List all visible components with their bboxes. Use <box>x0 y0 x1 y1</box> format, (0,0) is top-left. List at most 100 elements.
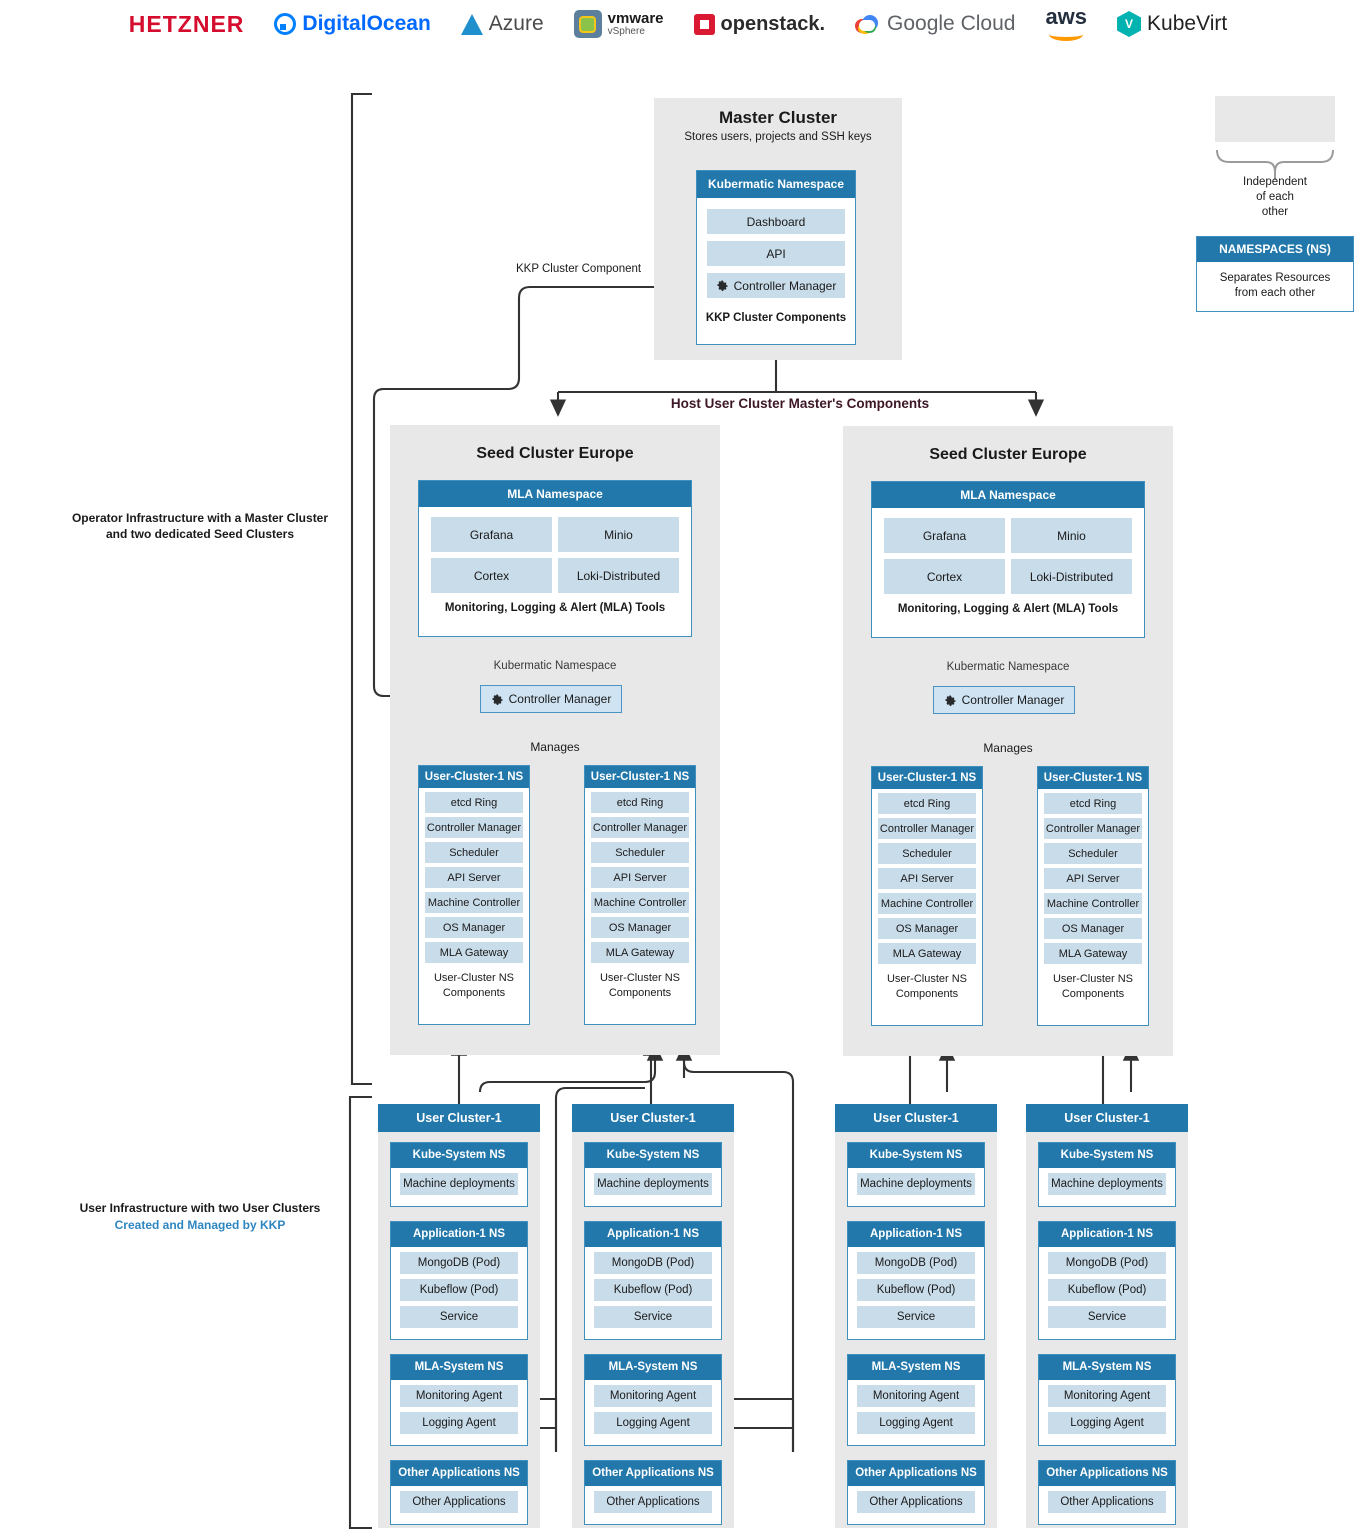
uc-section-item[interactable]: Service <box>400 1306 518 1328</box>
uc-section-item[interactable]: Other Applications <box>857 1491 975 1513</box>
uc-ns-item[interactable]: Controller Manager <box>878 818 976 839</box>
uc-ns-item[interactable]: etcd Ring <box>1044 793 1142 814</box>
uc-section-kube-system: Kube-System NS Machine deployments <box>847 1142 985 1207</box>
uc-section-item[interactable]: Monitoring Agent <box>1048 1385 1166 1407</box>
uc-ns-item[interactable]: API Server <box>591 867 689 888</box>
legend-independent-text: Independent of each other <box>1200 175 1350 220</box>
uc-section-item[interactable]: Logging Agent <box>594 1412 712 1434</box>
master-controller-manager-item[interactable]: Controller Manager <box>707 273 845 298</box>
uc-ns-item[interactable]: Machine Controller <box>425 892 523 913</box>
uc-section-item[interactable]: Kubeflow (Pod) <box>400 1279 518 1301</box>
uc-ns-item[interactable]: OS Manager <box>591 917 689 938</box>
uc-ns-item[interactable]: MLA Gateway <box>878 943 976 964</box>
uc-ns-footer-line-1: User-Cluster NS <box>599 972 681 984</box>
google-cloud-logo: Google Cloud <box>855 12 1015 36</box>
kubermatic-namespace-box: Kubermatic Namespace Dashboard API Contr… <box>696 170 856 345</box>
seed-controller-manager[interactable]: Controller Manager <box>933 686 1075 714</box>
uc-section-item[interactable]: MongoDB (Pod) <box>857 1252 975 1274</box>
azure-logo: Azure <box>460 12 544 36</box>
uc-section-item[interactable]: Service <box>594 1306 712 1328</box>
uc-ns-item[interactable]: API Server <box>425 867 523 888</box>
uc-ns-item[interactable]: Scheduler <box>425 842 523 863</box>
legend-namespaces-header: NAMESPACES (NS) <box>1197 237 1353 262</box>
uc-ns-item[interactable]: OS Manager <box>1044 918 1142 939</box>
uc-ns-footer-line-1: User-Cluster NS <box>886 973 968 985</box>
seed-controller-manager-label: Controller Manager <box>508 692 612 706</box>
uc-ns-item[interactable]: Machine Controller <box>1044 893 1142 914</box>
uc-section-item[interactable]: Logging Agent <box>400 1412 518 1434</box>
uc-section-header: Other Applications NS <box>391 1461 527 1486</box>
user-cluster-ns-components-caption: User-Cluster NS Components <box>585 971 695 1001</box>
uc-section-item[interactable]: Machine deployments <box>594 1173 712 1195</box>
uc-ns-item[interactable]: Controller Manager <box>1044 818 1142 839</box>
api-item[interactable]: API <box>707 241 845 266</box>
uc-section-header: Other Applications NS <box>848 1461 984 1486</box>
uc-section-item[interactable]: Machine deployments <box>1048 1173 1166 1195</box>
uc-ns-item[interactable]: OS Manager <box>425 917 523 938</box>
uc-section-item[interactable]: Other Applications <box>1048 1491 1166 1513</box>
user-cluster-header: User Cluster-1 <box>1026 1104 1188 1132</box>
uc-ns-item[interactable]: MLA Gateway <box>1044 943 1142 964</box>
kubevirt-logo-text: KubeVirt <box>1147 12 1228 35</box>
mla-item-minio[interactable]: Minio <box>558 517 679 552</box>
dashboard-item[interactable]: Dashboard <box>707 209 845 234</box>
uc-section-item[interactable]: MongoDB (Pod) <box>400 1252 518 1274</box>
uc-section-item[interactable]: Other Applications <box>400 1491 518 1513</box>
uc-ns-item[interactable]: etcd Ring <box>591 792 689 813</box>
user-infra-line-2: Created and Managed by KKP <box>114 1218 286 1232</box>
mla-item-cortex[interactable]: Cortex <box>884 559 1005 594</box>
uc-section-item[interactable]: Machine deployments <box>857 1173 975 1195</box>
google-cloud-logo-text: Google Cloud <box>887 12 1015 36</box>
uc-section-application-1: Application-1 NS MongoDB (Pod)Kubeflow (… <box>584 1221 722 1340</box>
user-infra-line-1: User Infrastructure with two User Cluste… <box>79 1201 321 1215</box>
seed-kubermatic-namespace-label: Kubermatic Namespace <box>493 660 617 672</box>
uc-ns-item[interactable]: Machine Controller <box>591 892 689 913</box>
uc-ns-item[interactable]: API Server <box>1044 868 1142 889</box>
uc-ns-item[interactable]: Controller Manager <box>591 817 689 838</box>
uc-section-item[interactable]: MongoDB (Pod) <box>594 1252 712 1274</box>
hetzner-logo-text: HETZNER <box>128 10 245 37</box>
uc-section-item[interactable]: Monitoring Agent <box>400 1385 518 1407</box>
seed-controller-manager[interactable]: Controller Manager <box>480 685 622 713</box>
uc-ns-item[interactable]: Scheduler <box>591 842 689 863</box>
uc-section-item[interactable]: Logging Agent <box>1048 1412 1166 1434</box>
seed-cluster-title: Seed Cluster Europe <box>476 445 634 462</box>
uc-section-application-1: Application-1 NS MongoDB (Pod)Kubeflow (… <box>847 1221 985 1340</box>
uc-section-item[interactable]: Logging Agent <box>857 1412 975 1434</box>
uc-ns-item[interactable]: Controller Manager <box>425 817 523 838</box>
uc-ns-item[interactable]: API Server <box>878 868 976 889</box>
uc-section-item[interactable]: Service <box>857 1306 975 1328</box>
uc-section-item[interactable]: Kubeflow (Pod) <box>857 1279 975 1301</box>
legend-ns-body-line-1: Separates Resources <box>1219 272 1331 284</box>
uc-ns-item[interactable]: MLA Gateway <box>425 942 523 963</box>
mla-item-cortex[interactable]: Cortex <box>431 558 552 593</box>
openstack-logo-text: openstack. <box>720 12 825 35</box>
mla-item-grafana[interactable]: Grafana <box>431 517 552 552</box>
mla-namespace-header: MLA Namespace <box>419 481 691 507</box>
operator-infrastructure-label: Operator Infrastructure with a Master Cl… <box>50 510 350 542</box>
uc-section-item[interactable]: Kubeflow (Pod) <box>594 1279 712 1301</box>
uc-section-item[interactable]: Service <box>1048 1306 1166 1328</box>
uc-section-item[interactable]: Monitoring Agent <box>594 1385 712 1407</box>
mla-item-grafana[interactable]: Grafana <box>884 518 1005 553</box>
uc-ns-item[interactable]: Scheduler <box>1044 843 1142 864</box>
mla-item-loki-distributed[interactable]: Loki-Distributed <box>558 558 679 593</box>
uc-ns-item[interactable]: OS Manager <box>878 918 976 939</box>
mla-item-loki-distributed[interactable]: Loki-Distributed <box>1011 559 1132 594</box>
uc-section-header: MLA-System NS <box>848 1355 984 1380</box>
uc-section-item[interactable]: Monitoring Agent <box>857 1385 975 1407</box>
uc-ns-item[interactable]: Scheduler <box>878 843 976 864</box>
digitalocean-icon <box>274 13 297 35</box>
uc-section-item[interactable]: Machine deployments <box>400 1173 518 1195</box>
uc-ns-item[interactable]: etcd Ring <box>425 792 523 813</box>
uc-section-item[interactable]: Other Applications <box>594 1491 712 1513</box>
legend-independent-line-1: Independent <box>1243 176 1307 188</box>
uc-ns-item[interactable]: Machine Controller <box>878 893 976 914</box>
uc-ns-item[interactable]: etcd Ring <box>878 793 976 814</box>
mla-item-minio[interactable]: Minio <box>1011 518 1132 553</box>
uc-section-item[interactable]: MongoDB (Pod) <box>1048 1252 1166 1274</box>
uc-section-item[interactable]: Kubeflow (Pod) <box>1048 1279 1166 1301</box>
uc-ns-item[interactable]: MLA Gateway <box>591 942 689 963</box>
